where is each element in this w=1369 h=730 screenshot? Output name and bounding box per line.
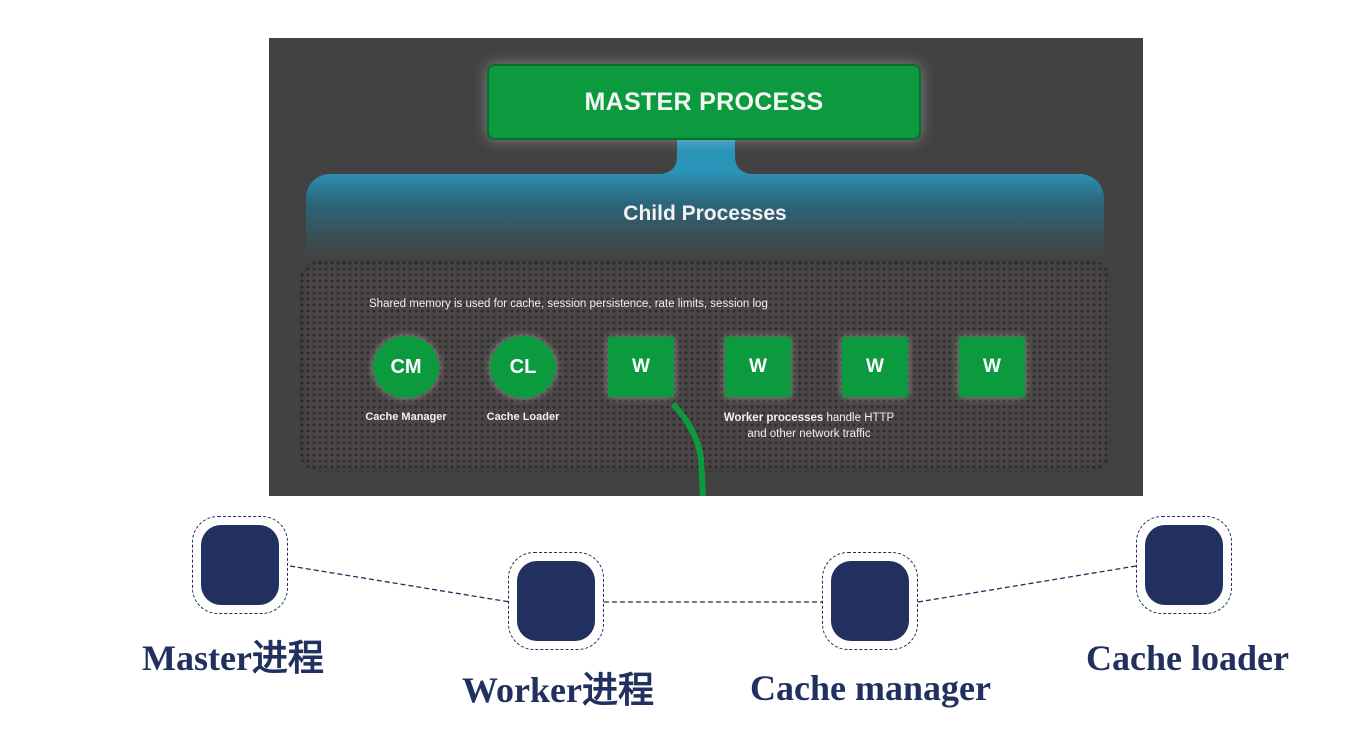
worker-process-label: Worker进程 (462, 670, 654, 710)
worker-desc-line2: and other network traffic (747, 428, 871, 440)
cache-loader-label-bottom: Cache loader (1086, 638, 1289, 678)
worker-node-text: W (749, 356, 767, 377)
worker-desc-bold: Worker processes (723, 412, 824, 424)
child-processes-band (306, 174, 1104, 260)
cache-manager-node-bottom (822, 552, 918, 650)
master-process-node (192, 516, 288, 614)
master-process-node-fill (201, 525, 279, 605)
worker-node-text: W (866, 356, 884, 377)
worker-desc-rest: handle HTTP (823, 412, 895, 424)
worker-node-4: W (959, 337, 1025, 397)
worker-node-text: W (632, 356, 650, 377)
cache-loader-node-bottom (1136, 516, 1232, 614)
child-processes-title: Child Processes (623, 202, 787, 225)
worker-process-node-fill (517, 561, 595, 641)
nginx-architecture-diagram: MASTER PROCESS Child Processes Shared me… (269, 38, 1143, 496)
master-process-label: Master进程 (142, 638, 324, 678)
master-process-box: MASTER PROCESS (487, 64, 921, 140)
master-child-connector (661, 138, 751, 174)
cache-loader-node-fill (1145, 525, 1223, 605)
shared-memory-text: Shared memory is used for cache, session… (369, 298, 768, 310)
worker-node-text: W (983, 356, 1001, 377)
worker-processes-description: Worker processes handle HTTP and other n… (689, 410, 929, 442)
worker-node-2: W (725, 337, 791, 397)
cache-loader-node-text: CL (509, 355, 537, 378)
worker-connection-line (670, 401, 706, 496)
cache-manager-node: CM (373, 336, 439, 398)
cache-manager-label-bottom: Cache manager (750, 668, 991, 708)
master-process-title: MASTER PROCESS (584, 87, 824, 116)
cache-manager-node-fill (831, 561, 909, 641)
cache-loader-node: CL (490, 336, 556, 398)
cache-manager-node-text: CM (390, 355, 422, 378)
cache-loader-label: Cache Loader (486, 411, 560, 423)
worker-process-node (508, 552, 604, 650)
worker-node-3: W (842, 337, 908, 397)
worker-node-1: W (608, 337, 674, 397)
cache-manager-label: Cache Manager (365, 411, 447, 423)
